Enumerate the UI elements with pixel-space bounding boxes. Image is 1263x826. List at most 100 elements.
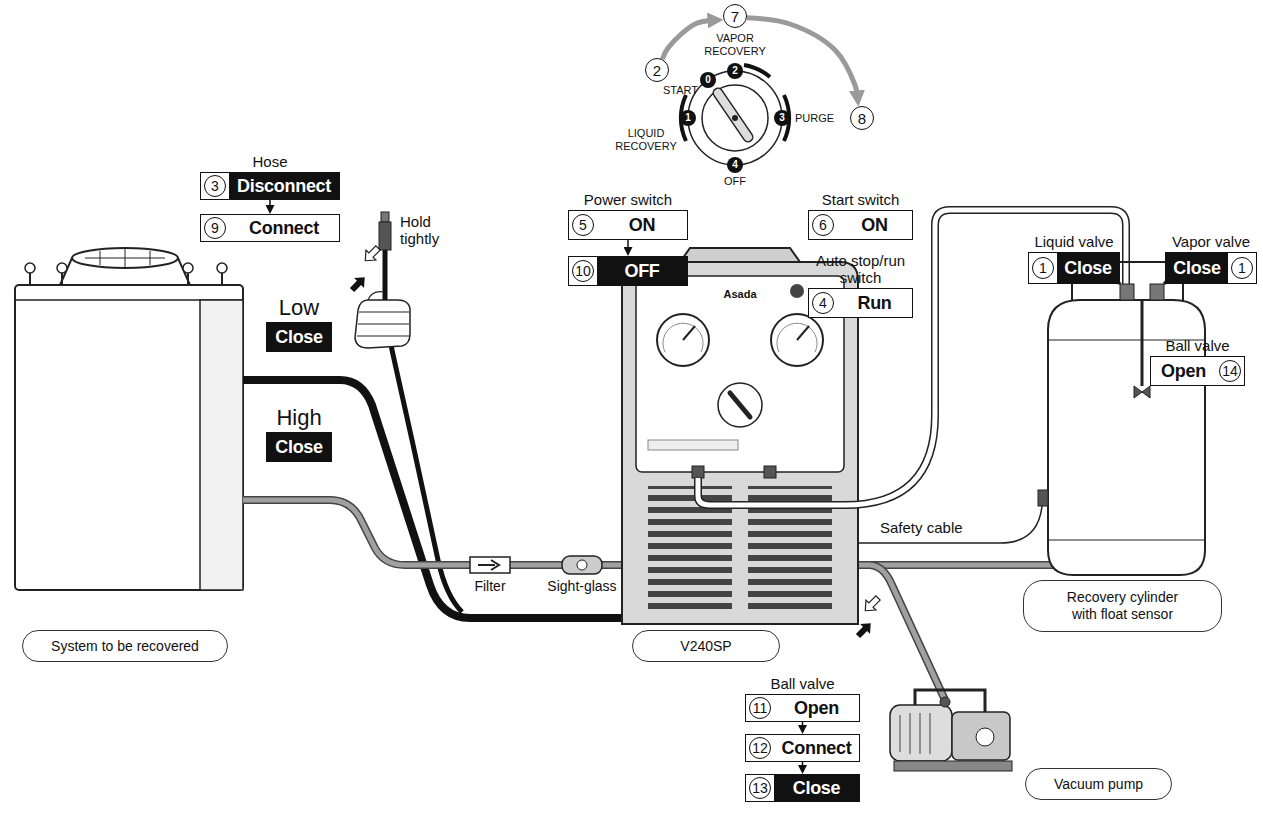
step-number: 10 (572, 260, 594, 282)
step-number: 12 (749, 737, 771, 759)
part-name: Filter (465, 578, 515, 594)
step-action: Close (1166, 253, 1228, 283)
step-box: Ball valveOpen14 (1150, 356, 1245, 386)
valve-state-box: HighClose (266, 432, 332, 462)
node-label: 2 (653, 63, 661, 78)
eye-bolt (183, 263, 193, 273)
step-order-arrow (747, 18, 858, 97)
inlet-port (692, 466, 704, 478)
control-panel (636, 276, 844, 472)
part-name: Safety cable (880, 519, 990, 536)
dial-mark-number: 0 (700, 73, 716, 87)
step-sequence-arrow (627, 240, 629, 251)
step-action: Connect (229, 215, 339, 241)
dial-knob (702, 85, 768, 151)
disconnect-arrow (360, 243, 383, 266)
fan-guard (72, 248, 178, 268)
dial-position-label: LIQUID RECOVERY (612, 127, 680, 152)
step-box: 9Connect (200, 214, 340, 242)
machine-handle (680, 248, 800, 262)
step-action: Open (1151, 357, 1216, 385)
unit-side-panel (200, 300, 243, 590)
step-heading: Ball valve (753, 675, 853, 692)
dial-mark (774, 110, 790, 126)
pump-base (894, 761, 1012, 771)
step-number: 5 (572, 214, 594, 236)
flow-arrow (478, 560, 499, 570)
step-box: Start switch6ON (808, 210, 913, 240)
dial-position-label: START (630, 84, 698, 97)
step-number: 14 (1219, 360, 1241, 382)
step-box: Vapor valveClose1 (1165, 252, 1257, 284)
float-sensor-socket (1038, 490, 1048, 506)
node-label: Recovery cylinder with float sensor (1058, 589, 1187, 623)
node-label: V240SP (680, 638, 731, 655)
gauge-scale (663, 323, 703, 352)
step-box: Hose3Disconnect (200, 172, 340, 200)
hand-fingers (357, 292, 409, 336)
step-heading: Power switch (568, 191, 688, 208)
part-label: Vacuum pump (1025, 768, 1172, 800)
step-heading: Ball valve (1153, 337, 1243, 354)
unit-housing (15, 285, 243, 590)
valve-state-box: LowClose (266, 322, 332, 352)
dial-mark-number: 1 (680, 111, 696, 125)
dial-arc (744, 65, 770, 77)
suction-gauge (657, 314, 709, 366)
dial-position-label: PURGE (795, 112, 843, 125)
ball-valve (1134, 386, 1150, 398)
knob-bar (718, 93, 748, 137)
gauge-needle (797, 326, 809, 340)
panel-knob (718, 383, 762, 427)
panel-plate (648, 440, 738, 450)
connect-arrow (347, 272, 370, 295)
knob-center (732, 115, 738, 121)
knob-bar (718, 93, 748, 137)
discharge-gauge (771, 314, 823, 366)
panel-knob-bar (730, 393, 750, 417)
step-heading: High (266, 405, 332, 430)
step-action: ON (837, 211, 912, 239)
step-action: Close (774, 775, 859, 801)
step-box: Ball valve11Open (745, 694, 860, 722)
step-number: 1 (1231, 257, 1253, 279)
step-number: 1 (1032, 257, 1054, 279)
step-heading: Start switch (806, 191, 916, 208)
step-number: 13 (749, 777, 771, 799)
pump-motor (890, 705, 952, 761)
step-number-circle: 2 (645, 58, 669, 82)
vapor-valve (1150, 284, 1164, 300)
pump-body (952, 712, 1010, 760)
step-heading: Vapor valve (1166, 233, 1256, 250)
part-label: System to be recovered (22, 630, 228, 662)
step-box: 12Connect (745, 734, 860, 762)
pump-port (940, 697, 950, 707)
liquid-valve (1120, 284, 1134, 300)
dial-mark (727, 63, 743, 79)
start-button (790, 284, 804, 298)
gauge-needle (683, 326, 695, 340)
step-action: Close (267, 433, 331, 461)
step-box: 10OFF (568, 256, 688, 286)
step-heading: Liquid valve (1024, 233, 1124, 250)
eye-bolt (25, 263, 35, 273)
step-box: 13Close (745, 774, 860, 802)
oil-window (976, 728, 994, 746)
step-action: Close (267, 323, 331, 351)
filter-drier (470, 557, 510, 573)
step-number: 6 (812, 214, 834, 236)
step-number: 3 (204, 175, 226, 197)
step-action: Close (1057, 253, 1119, 283)
step-box: Power switch5ON (568, 210, 688, 240)
recovery-cylinder (1038, 262, 1205, 575)
step-sequence-arrow (802, 762, 804, 769)
dial-ring (688, 71, 782, 165)
hose-fitting-tip (381, 212, 389, 222)
step-action: Connect (774, 735, 859, 761)
safety-cable (858, 506, 1042, 543)
step-sequence-arrow (269, 200, 271, 209)
instruction-note: Hold tightly (400, 213, 462, 248)
outlet-port (764, 466, 776, 478)
step-action: Disconnect (229, 173, 339, 199)
